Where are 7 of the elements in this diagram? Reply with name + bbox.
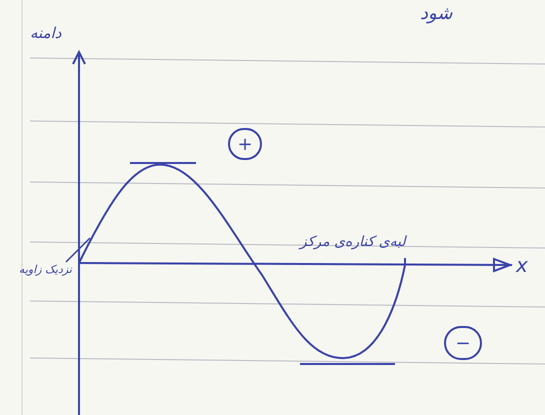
- handwritten-label: دامنه: [30, 23, 62, 44]
- handwritten-label: لبه‌ی کناره‌ی مرکز: [300, 233, 406, 252]
- circled-sign: +: [228, 128, 262, 160]
- handwritten-label: x: [516, 252, 528, 279]
- handwritten-label: شود: [420, 2, 452, 26]
- handwritten-label: نزدیک زاویه: [18, 262, 72, 278]
- circled-sign: −: [444, 326, 482, 360]
